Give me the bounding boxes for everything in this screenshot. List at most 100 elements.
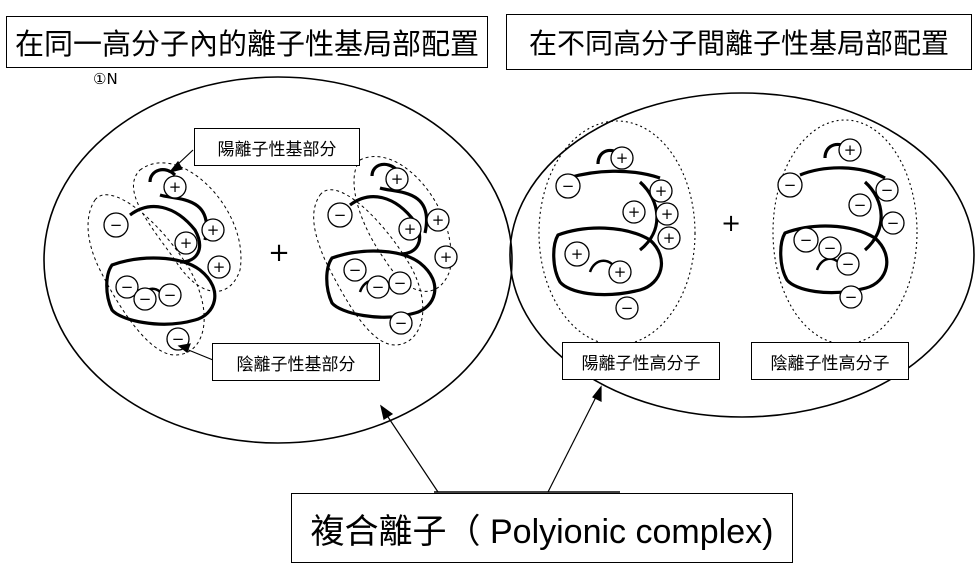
complex-cjk-text: 複合離子: [310, 511, 447, 552]
cation-circle: [649, 179, 673, 203]
cation-symbol: +: [571, 245, 584, 263]
cation-symbol: +: [655, 182, 668, 200]
label-cationic-polymer: 陽離子性高分子: [562, 342, 720, 380]
cation-circle: [622, 200, 646, 224]
anion-circle: [115, 275, 139, 299]
anion-circle: [777, 172, 803, 198]
cation-symbol: +: [663, 229, 676, 247]
title-intra-polymer: 在同一高分子內的離子性基局部配置: [6, 16, 488, 68]
anion-circle: [366, 275, 390, 299]
cation-circle: [201, 218, 225, 242]
dashed-cation-region: [133, 162, 242, 292]
anion-symbol: −: [562, 177, 575, 195]
cation-symbol: +: [404, 220, 417, 238]
dashed-region-a: [353, 156, 452, 292]
anion-symbol: −: [887, 214, 900, 232]
cation-symbol: +: [661, 205, 674, 223]
intra-ellipse: [43, 76, 513, 444]
anion-circle: [158, 283, 182, 307]
anion-circle: [836, 252, 860, 276]
anion-symbol: −: [372, 278, 385, 296]
dashed-region-b: [313, 189, 424, 346]
label-anionic-segment: 陰離子性基部分: [212, 343, 380, 381]
anion-symbol: −: [394, 274, 407, 292]
cation-symbol: +: [614, 263, 627, 281]
anion-symbol: −: [881, 181, 894, 199]
cation-circle: [163, 175, 187, 199]
cation-symbol: +: [432, 211, 445, 229]
anion-circle: [848, 193, 872, 217]
anion-circle: [555, 173, 581, 199]
plus-sign-left: +: [268, 238, 290, 268]
anion-symbol: −: [349, 261, 362, 279]
cation-symbol: +: [616, 149, 629, 167]
anion-symbol: −: [110, 216, 123, 234]
cation-circle: [174, 231, 198, 255]
anion-symbol: −: [334, 206, 347, 224]
anion-symbol: −: [842, 255, 855, 273]
arrowhead: [380, 404, 394, 420]
cation-symbol: +: [844, 141, 857, 159]
cation-symbol: +: [169, 178, 182, 196]
intra-molecule-2: [313, 156, 452, 346]
anion-circle: [133, 287, 157, 311]
anion-symbol: −: [824, 239, 837, 257]
title-inter-polymer: 在不同高分子間離子性基局部配置: [506, 14, 972, 70]
complex-latin-text: （ Polyionic complex): [446, 512, 774, 551]
cation-symbol: +: [391, 170, 404, 188]
arrowhead: [177, 343, 191, 353]
cation-circle: [207, 255, 231, 279]
arrows: [168, 149, 620, 493]
cation-symbol: +: [628, 203, 641, 221]
polymer-chain: [552, 148, 663, 297]
cation-circle: [564, 241, 590, 267]
anion-symbol: −: [784, 176, 797, 194]
label-polyionic-complex: 複合離子（ Polyionic complex): [291, 493, 793, 563]
polymer-chain: [105, 168, 217, 326]
anion-symbol: −: [800, 231, 813, 249]
cation-circle: [655, 202, 679, 226]
arrow-complex-left: [385, 413, 439, 493]
anion-circle: [388, 271, 412, 295]
arrowhead: [592, 385, 602, 402]
anion-symbol: −: [121, 278, 134, 296]
cation-circle: [385, 167, 409, 191]
anion-circle: [389, 311, 413, 335]
inter-ellipse: [509, 92, 975, 418]
anion-symbol: −: [845, 288, 858, 306]
anion-circle: [793, 227, 819, 253]
arrowhead: [168, 160, 183, 174]
anion-symbol: −: [854, 196, 867, 214]
anion-symbol: −: [172, 330, 185, 348]
anion-symbol: −: [621, 299, 634, 317]
anion-symbol: −: [164, 286, 177, 304]
anion-circle: [103, 212, 129, 238]
cation-circle: [610, 146, 634, 170]
anion-circle: [818, 236, 842, 260]
anion-symbol: −: [139, 290, 152, 308]
cation-symbol: +: [180, 234, 193, 252]
anion-symbol: −: [395, 314, 408, 332]
cation-circle: [838, 138, 862, 162]
polymer-chain: [779, 142, 889, 295]
arrow-complex-right: [547, 394, 598, 493]
label-anionic-polymer: 陰離子性高分子: [751, 342, 909, 380]
cation-symbol: +: [440, 248, 453, 266]
anion-circle: [875, 178, 899, 202]
cation-circle: [434, 245, 458, 269]
cation-symbol: +: [207, 221, 220, 239]
anion-circle: [881, 211, 905, 235]
ion-markers: [103, 138, 905, 351]
dashed-anion-region: [87, 194, 205, 356]
cation-circle: [398, 217, 422, 241]
anion-circle: [327, 202, 353, 228]
arrow-anionic-segment: [185, 348, 214, 361]
cation-circle: [608, 260, 632, 284]
cation-circle: [426, 208, 450, 232]
anion-circle: [615, 296, 639, 320]
anion-circle: [839, 285, 863, 309]
anion-circle: [166, 327, 190, 351]
label-cationic-segment: 陽離子性基部分: [194, 128, 360, 166]
